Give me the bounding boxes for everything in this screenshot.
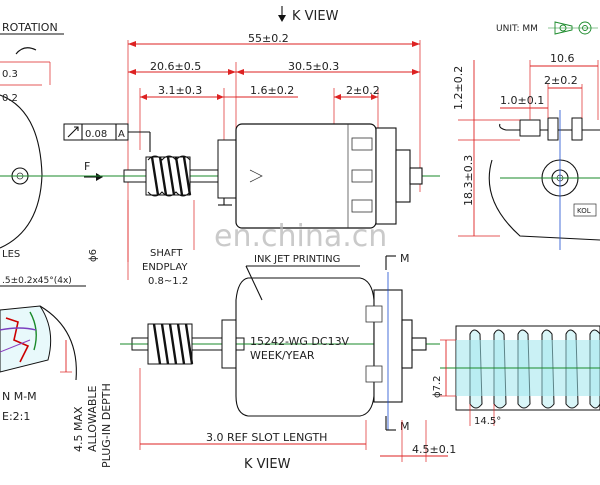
force-label: F — [84, 160, 90, 173]
print-line-1: 15242-WG DC13V — [250, 335, 350, 348]
section-view-partial — [0, 305, 77, 381]
top-motor-body — [235, 123, 423, 229]
top-dimension-lines — [128, 41, 420, 100]
bottom-motor-body — [235, 272, 427, 430]
left-dim-2: 0.2 — [2, 93, 18, 104]
slot-label: 3.0 REF SLOT LENGTH — [206, 431, 327, 444]
section-mark-top — [385, 255, 396, 270]
projection-symbol-icon — [548, 21, 598, 35]
dim-worm-len: 3.1±0.3 — [158, 84, 202, 97]
plug-depth-dim — [60, 340, 72, 373]
plug-line-3: PLUG-IN DEPTH — [100, 383, 113, 468]
endplay-dim-lines — [127, 200, 195, 280]
endplay-label: ENDPLAY — [142, 262, 188, 273]
print-line-2: WEEK/YEAR — [250, 349, 315, 362]
dim-end-gap: 2±0.2 — [346, 84, 380, 97]
kol-label: KOL — [577, 207, 591, 215]
section-mark-bottom — [385, 416, 396, 431]
runout-tolerance-frame — [63, 123, 151, 152]
right-dimension-lines — [458, 60, 599, 237]
k-view-top-label: K VIEW — [292, 9, 339, 24]
dim-right-seg: 30.5±0.3 — [288, 60, 339, 73]
chamfer-label: .5±0.2x45°(4x) — [2, 276, 72, 286]
unit-label: UNIT: MM — [496, 24, 538, 34]
slot-dimension — [139, 368, 448, 462]
runout-datum: A — [118, 129, 125, 140]
right-width-2: 2±0.2 — [544, 74, 578, 87]
worm-detail-view — [440, 325, 600, 426]
bottom-bushing — [221, 319, 237, 369]
section-m-top: M — [400, 252, 410, 265]
worm-diameter: ϕ7.2 — [432, 376, 443, 399]
ink-jet-label: INK JET PRINTING — [254, 254, 340, 265]
rotation-label: ROTATION — [2, 21, 58, 34]
right-h1: 1.2±0.2 — [452, 66, 465, 110]
force-arrow-icon — [84, 173, 103, 181]
section-m-bottom: M — [400, 420, 410, 433]
ink-jet-leader-2 — [245, 265, 263, 301]
right-v1: 1.0±0.1 — [500, 94, 544, 107]
slot-dim-value: 4.5±0.1 — [412, 443, 456, 456]
worm-angle: 14.5° — [474, 416, 501, 427]
top-bushing — [217, 139, 237, 206]
right-end-view — [488, 110, 600, 250]
top-worm-gear — [145, 155, 192, 197]
section-mm-label: N M-M — [2, 390, 37, 403]
dim-overall: 55±0.2 — [248, 32, 289, 45]
right-width: 10.6 — [550, 52, 575, 65]
k-view-bottom-label: K VIEW — [244, 457, 291, 472]
bottom-worm-gear — [147, 323, 194, 365]
right-h2: 18.3±0.3 — [462, 155, 475, 206]
watermark: en.china.cn — [214, 219, 387, 254]
holes-label: LES — [2, 249, 20, 260]
plug-line-2: ALLOWABLE — [86, 385, 99, 452]
scale-label: E:2:1 — [2, 410, 30, 423]
runout-value: 0.08 — [85, 129, 107, 140]
dim-left-seg: 20.6±0.5 — [150, 60, 201, 73]
shaft-dia: ϕ6 — [88, 249, 99, 262]
rotation-arrow — [15, 47, 37, 55]
k-view-arrow-icon — [278, 6, 286, 22]
dim-gap: 1.6±0.2 — [250, 84, 294, 97]
endplay-value: 0.8~1.2 — [148, 276, 188, 287]
shaft-label: SHAFT — [150, 248, 183, 259]
left-end-view — [0, 61, 72, 249]
left-dim-1: 0.3 — [2, 69, 18, 80]
plug-line-1: 4.5 MAX — [72, 406, 85, 452]
